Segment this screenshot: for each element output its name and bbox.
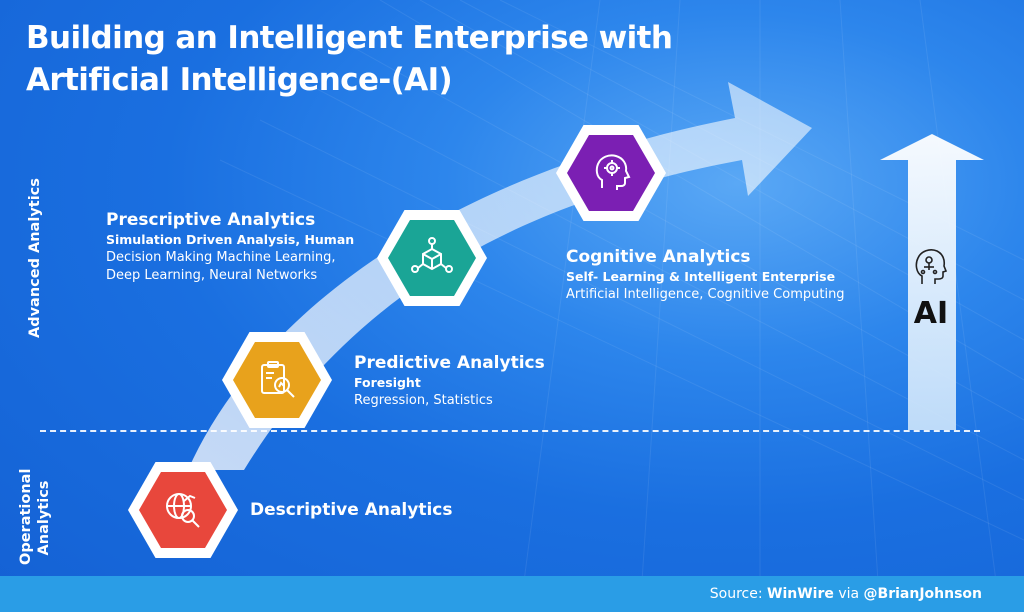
- prescriptive-description-line-2: Deep Learning, Neural Networks: [106, 268, 318, 283]
- predictive-hexagon: [222, 332, 332, 428]
- prescriptive-text: Prescriptive Analytics Simulation Driven…: [106, 209, 354, 285]
- descriptive-text: Descriptive Analytics: [250, 499, 453, 521]
- predictive-text: Predictive Analytics Foresight Regressio…: [354, 352, 545, 410]
- globe-chart-magnifier-icon: [166, 493, 200, 528]
- cognitive-hexagon: [556, 125, 666, 221]
- network-cube-icon: [411, 237, 453, 273]
- cognitive-description: Artificial Intelligence, Cognitive Compu…: [566, 287, 845, 302]
- descriptive-title: Descriptive Analytics: [250, 500, 453, 520]
- prescriptive-title: Prescriptive Analytics: [106, 210, 316, 230]
- cognitive-hexagon-fill: [567, 135, 655, 211]
- descriptive-hexagon: [128, 462, 238, 558]
- operational-label-line-2: Analytics: [36, 480, 52, 556]
- prescriptive-hexagon: [377, 210, 487, 306]
- source-prefix: Source:: [709, 586, 768, 602]
- predictive-title: Predictive Analytics: [354, 353, 545, 373]
- page-title-line-2: Artificial Intelligence-(AI): [26, 62, 453, 98]
- prescriptive-description-line-1: Decision Making Machine Learning,: [106, 250, 336, 265]
- operational-label-line-1: Operational: [18, 468, 34, 565]
- analytics-divider: [40, 430, 980, 432]
- source-middle: via: [833, 586, 864, 602]
- source-handle: @BrianJohnson: [863, 586, 982, 602]
- source-brand: WinWire: [767, 586, 834, 602]
- robot-head-icon: [915, 249, 948, 284]
- predictive-description: Regression, Statistics: [354, 393, 493, 408]
- cognitive-text: Cognitive Analytics Self- Learning & Int…: [566, 246, 845, 304]
- source-footer: Source: WinWire via @BrianJohnson: [0, 576, 1024, 612]
- operational-analytics-label: Operational Analytics: [17, 468, 57, 565]
- clipboard-magnifier-icon: [261, 361, 295, 398]
- ai-up-arrow: [880, 134, 984, 430]
- page-title-line-1: Building an Intelligent Enterprise with: [26, 20, 673, 56]
- advanced-analytics-label: Advanced Analytics: [27, 178, 43, 338]
- cognitive-subtitle: Self- Learning & Intelligent Enterprise: [566, 269, 836, 284]
- predictive-subtitle: Foresight: [354, 375, 421, 390]
- ai-label: AI: [913, 296, 949, 331]
- cognitive-title: Cognitive Analytics: [566, 247, 751, 267]
- prescriptive-subtitle: Simulation Driven Analysis, Human: [106, 232, 355, 247]
- brain-gear-head-icon: [595, 154, 631, 190]
